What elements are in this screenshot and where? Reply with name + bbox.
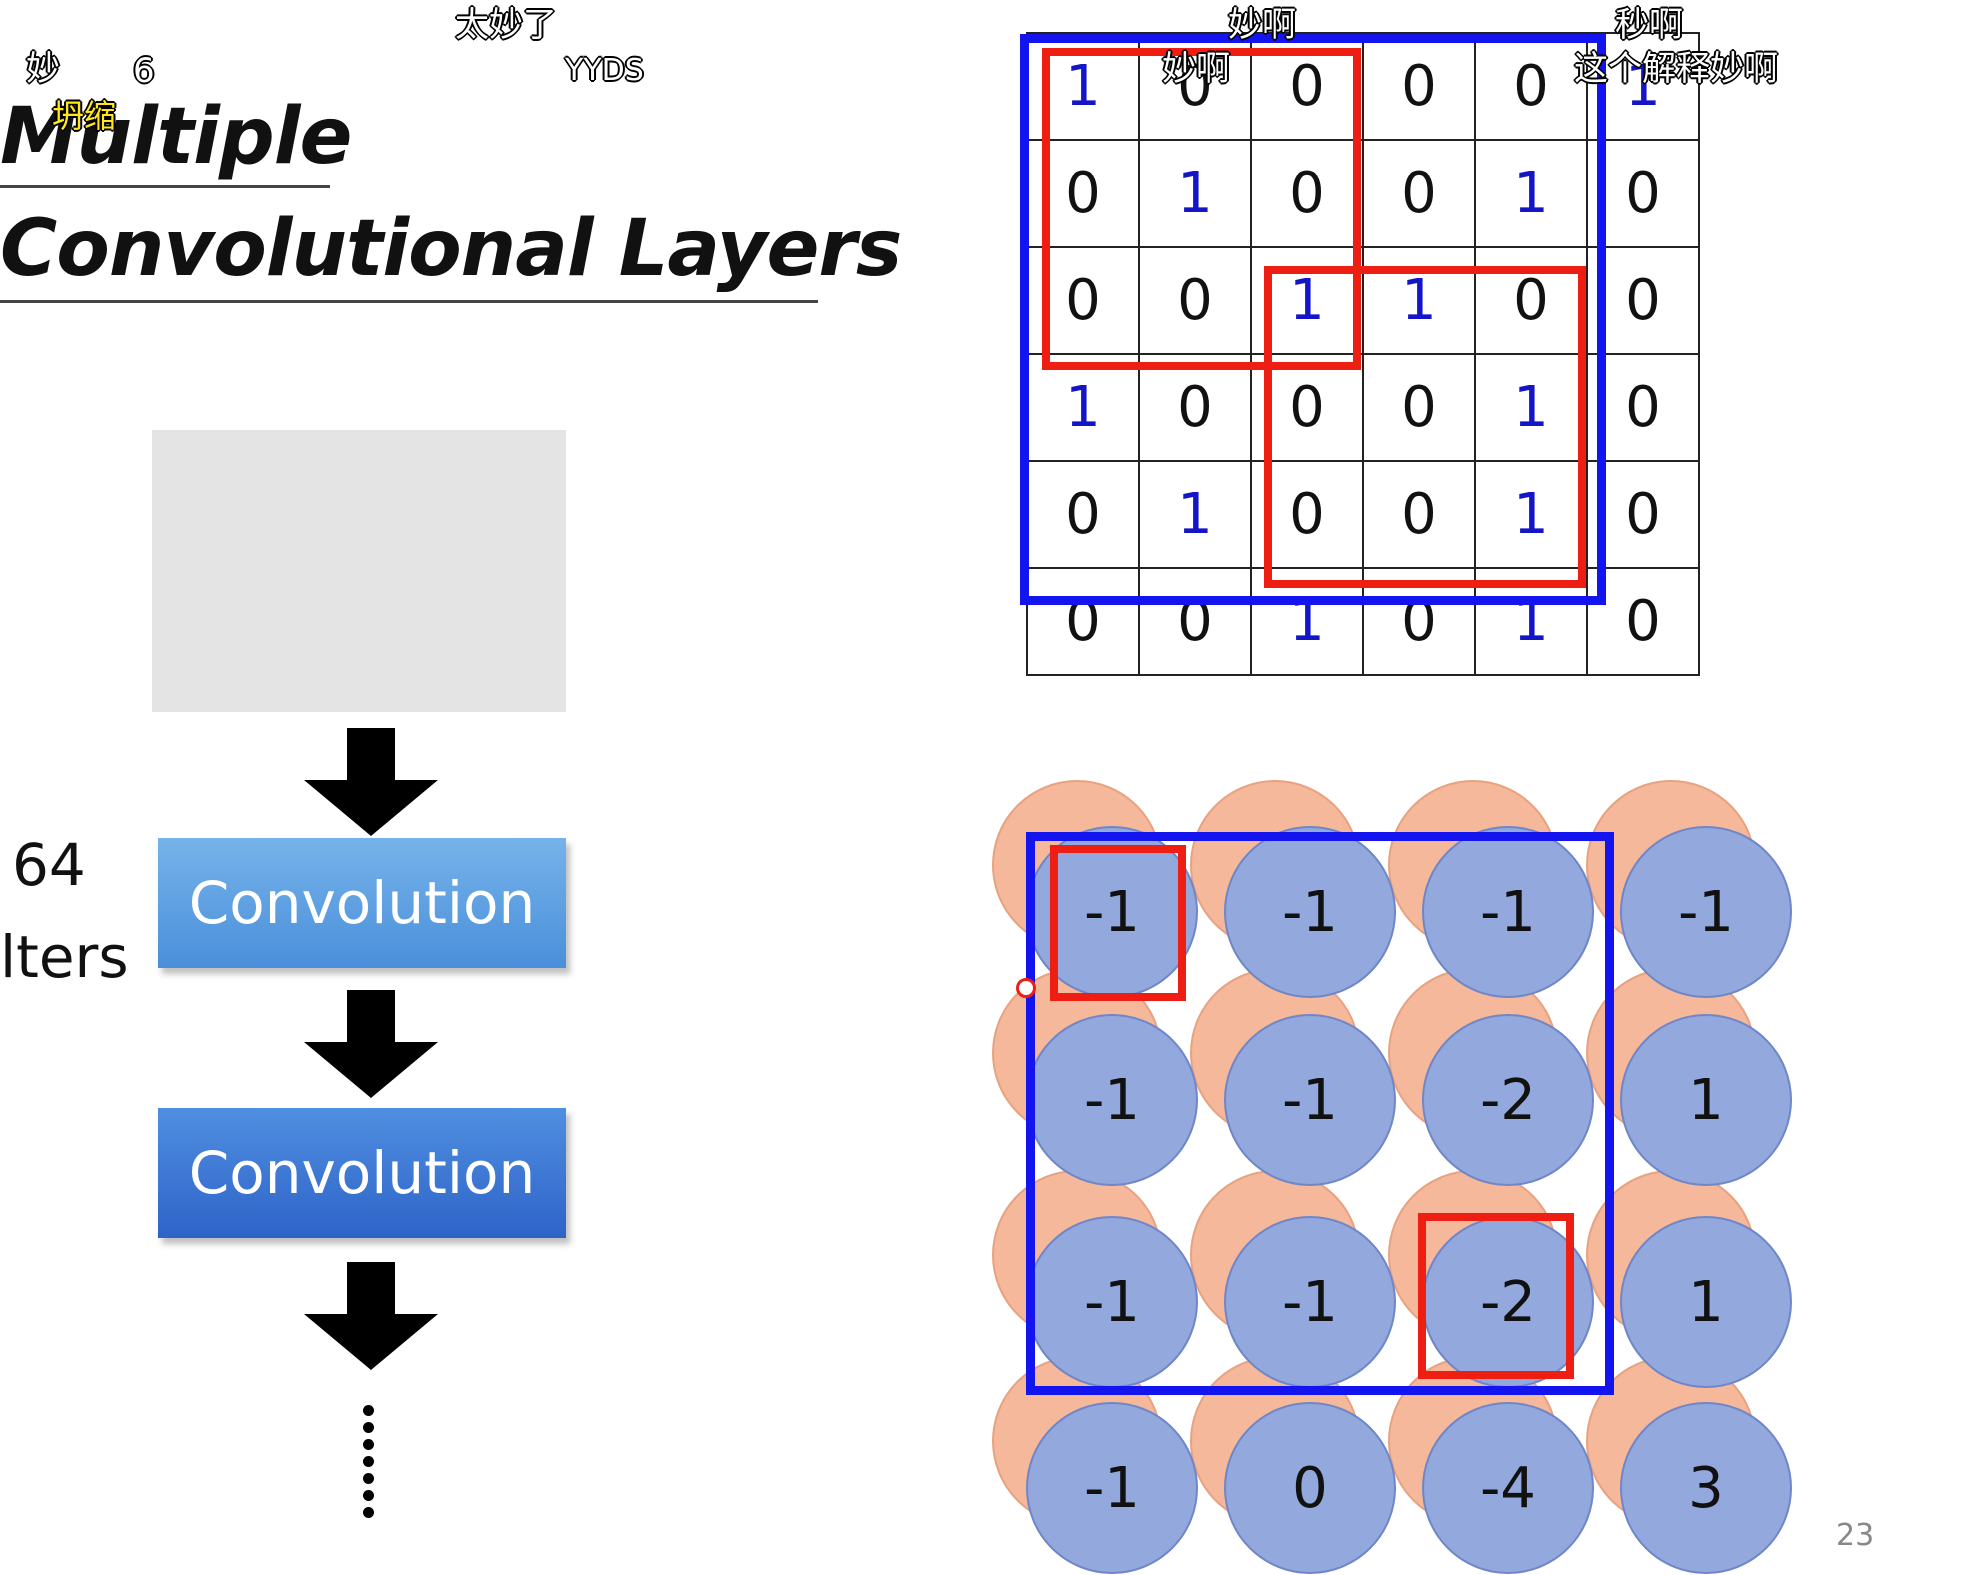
down-arrow-icon bbox=[304, 1262, 438, 1370]
feature-map-cell: -4 bbox=[1422, 1402, 1594, 1574]
convolution-block-1: Convolution bbox=[158, 838, 566, 968]
feature-map-cell: -1 bbox=[1026, 1402, 1198, 1574]
cursor-marker bbox=[1016, 978, 1036, 998]
feature-map-cell: 1 bbox=[1620, 1216, 1792, 1388]
red-cell-box-top bbox=[1050, 845, 1186, 1001]
continuation-dots bbox=[363, 1405, 375, 1524]
danmaku-comment: 妙啊 bbox=[1162, 52, 1230, 86]
title-underline-1 bbox=[0, 185, 330, 188]
danmaku-comment: 妙啊 bbox=[1228, 8, 1296, 42]
danmaku-comment: 秒啊 bbox=[1615, 8, 1683, 42]
red-filter-box-middle bbox=[1264, 266, 1586, 588]
danmaku-comment: 6 bbox=[133, 54, 155, 88]
page-number: 23 bbox=[1836, 1518, 1874, 1553]
danmaku-comment: YYDS bbox=[565, 56, 644, 86]
danmaku-comment: 这个解释妙啊 bbox=[1574, 52, 1778, 86]
filters-label: lters bbox=[0, 928, 129, 986]
down-arrow-icon bbox=[304, 728, 438, 836]
feature-map-cell: 0 bbox=[1224, 1402, 1396, 1574]
slide-title-line2: Convolutional Layers bbox=[0, 210, 901, 288]
danmaku-comment: 太妙了 bbox=[455, 8, 557, 42]
cat-photo bbox=[152, 430, 566, 712]
feature-map-cell: 3 bbox=[1620, 1402, 1792, 1574]
danmaku-comment: 坍缩 bbox=[52, 100, 116, 132]
convolution-block-2: Convolution bbox=[158, 1108, 566, 1238]
feature-map-cell: -1 bbox=[1620, 826, 1792, 998]
filters-count: 64 bbox=[12, 836, 86, 894]
title-underline-2 bbox=[0, 300, 818, 303]
red-cell-box-bottom bbox=[1418, 1213, 1574, 1379]
feature-map-cell: 1 bbox=[1620, 1014, 1792, 1186]
down-arrow-icon bbox=[304, 990, 438, 1098]
danmaku-comment: 妙 bbox=[26, 52, 60, 86]
